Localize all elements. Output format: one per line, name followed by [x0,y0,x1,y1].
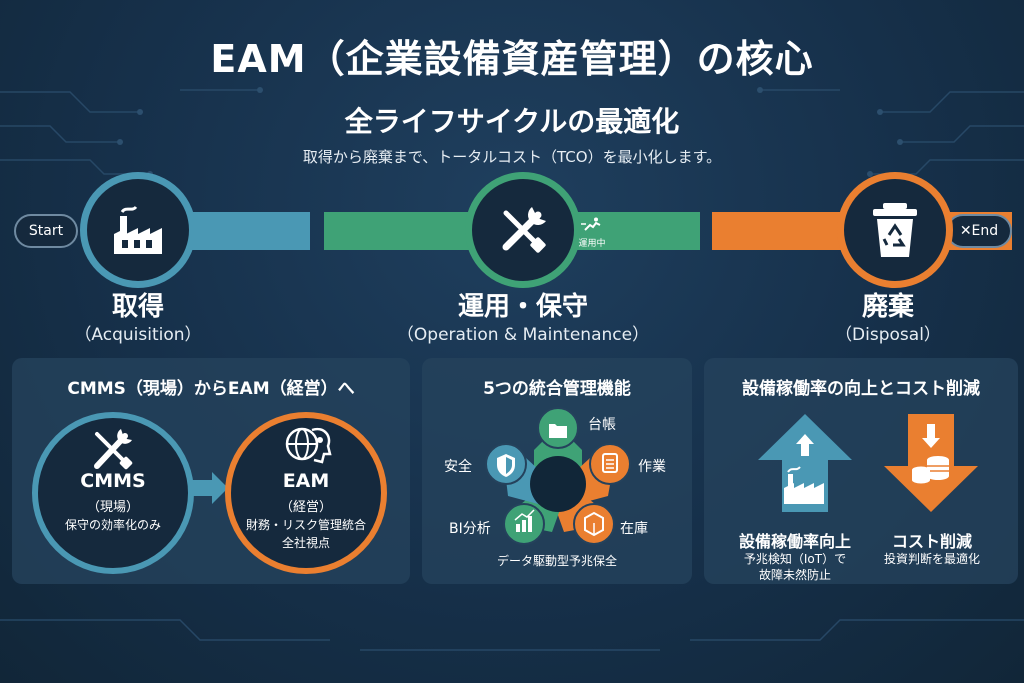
panel2-title: 5つの統合管理機能 [483,379,631,399]
stage-disposal-name: 廃棄 [861,292,914,322]
function-footer: データ駆動型予兆保全 [496,554,617,568]
stage-acquisition-name: 取得 [111,292,164,322]
tools-icon [94,429,133,470]
panel3-title: 設備稼働率の向上とコスト削減 [742,379,980,399]
uptime-head: 設備稼働率向上 [738,532,851,551]
cost-down-arrow-icon [884,414,978,512]
stage-operation-circle [465,172,581,288]
running-indicator: 運用中 [562,216,622,249]
stage-operation-sub: （Operation & Maintenance） [396,325,650,345]
running-person-icon [581,217,601,231]
function-flower-diagram [485,407,631,545]
panel1-title: CMMS（現場）からEAM（経営）へ [67,379,355,399]
timeline-end-pill: ✕End [946,214,1012,248]
timeline-start-pill: Start [14,214,78,248]
page-title: EAM（企業設備資産管理）の核心 [210,37,814,81]
cost-head: コスト削減 [891,532,972,551]
function-label-inventory: 在庫 [620,521,648,537]
stage-operation-name: 運用・保守 [457,292,588,322]
running-label: 運用中 [578,239,606,249]
eam-desc-2: 全社視点 [281,536,330,550]
factory-icon [114,205,162,254]
cmms-desc: 保守の効率化のみ [64,518,161,532]
page-subnote: 取得から廃棄まで、トータルコスト（TCO）を最小化します。 [302,148,722,166]
eam-circle [225,412,387,574]
globe-brain-icon [285,427,332,464]
function-label-bi: BI分析 [449,521,491,537]
page-subtitle: 全ライフサイクルの最適化 [344,105,680,138]
uptime-desc-1: 予兆検知（IoT）で [743,552,847,566]
eam-sub: （経営） [279,500,332,515]
function-label-work: 作業 [638,459,666,475]
stage-acquisition-circle [80,172,196,288]
stage-disposal-circle [837,172,953,288]
uptime-desc-2: 故障未然防止 [758,568,831,582]
cmms-sub: （現場） [86,500,139,515]
function-label-ledger: 台帳 [588,417,616,433]
recycle-bin-icon [873,203,917,257]
stage-acquisition-sub: （Acquisition） [74,325,202,345]
function-label-safety: 安全 [444,459,472,475]
eam-desc-1: 財務・リスク管理統合 [245,518,366,532]
eam-head: EAM [282,470,330,492]
cmms-head: CMMS [80,470,146,492]
cmms-circle [32,412,194,574]
cost-desc: 投資判断を最適化 [883,552,980,566]
wrench-screwdriver-icon [502,207,546,253]
stage-disposal-sub: （Disposal） [835,325,941,345]
right-arrow-icon [192,472,228,504]
uptime-up-arrow-icon [758,414,852,512]
